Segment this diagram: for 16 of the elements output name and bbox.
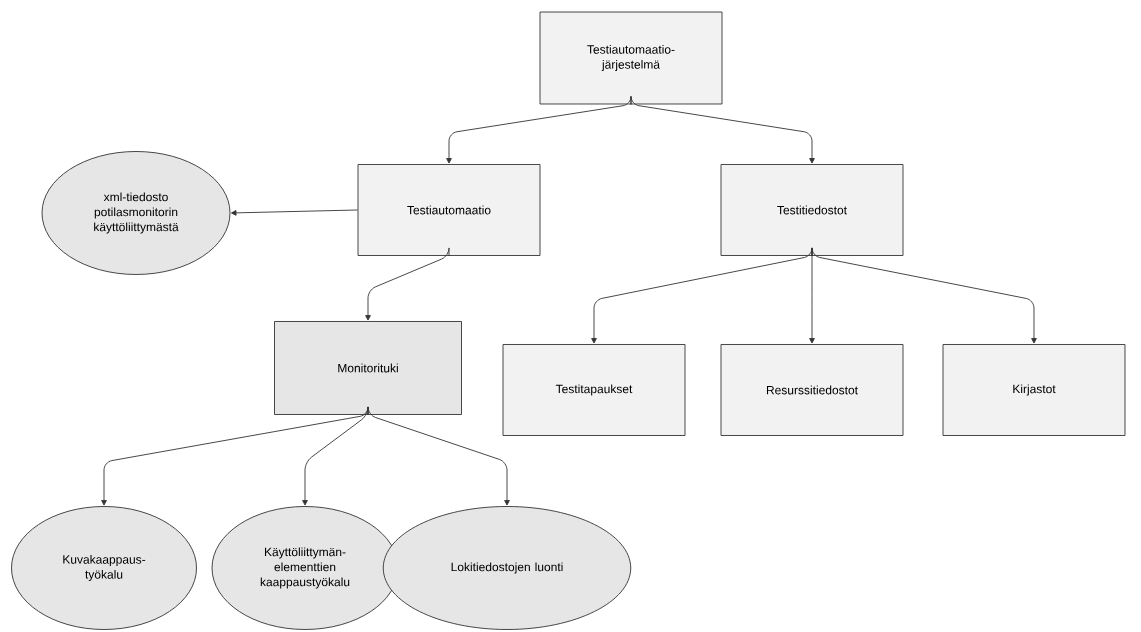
ellipse-node: Käyttöliittymän-elementtien kaappaustyökalu bbox=[211, 506, 399, 630]
arrow bbox=[365, 247, 450, 321]
arrow bbox=[630, 96, 815, 164]
process-box: Testitiedostot bbox=[720, 164, 904, 256]
ellipse-node: Lokitiedostojen luonti bbox=[382, 506, 632, 630]
process-box: Testiautomaatio-järjestelmä bbox=[539, 11, 723, 105]
process-box: Kirjastot bbox=[942, 344, 1126, 436]
ellipse-node: xml-tiedosto potilasmonitorin käyttöliittymästä bbox=[41, 151, 231, 275]
process-box: Testitapaukset bbox=[502, 344, 686, 436]
process-box: Resurssitiedostot bbox=[720, 344, 904, 436]
arrow bbox=[811, 247, 1037, 344]
process-box: Testiautomaatio bbox=[357, 164, 541, 256]
arrow bbox=[367, 406, 510, 506]
ellipse-node: Kuvakaappaus-työkalu bbox=[11, 506, 197, 630]
process-box: Monitorituki bbox=[274, 321, 462, 415]
arrow bbox=[231, 209, 358, 216]
